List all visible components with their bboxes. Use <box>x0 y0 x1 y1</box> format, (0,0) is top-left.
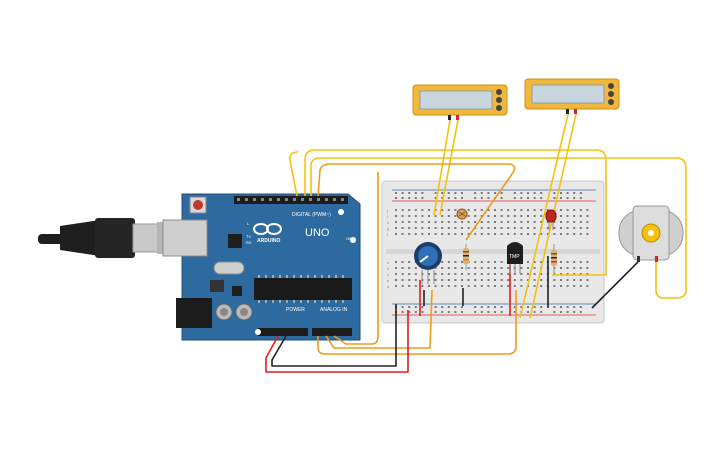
breadboard-row-label: h <box>387 220 389 225</box>
wire-orange-2 <box>317 290 517 355</box>
tmp-sensor-label: TMP <box>509 254 520 260</box>
breadboard-row-label: b <box>387 278 390 283</box>
power-header-label: POWER <box>286 307 305 313</box>
rx-label: RX <box>246 240 252 245</box>
multimeter-right-knob-icon[interactable] <box>608 83 614 89</box>
analog-header <box>312 328 352 336</box>
wire-orange-4 <box>333 172 379 345</box>
breadboard-row-label: d <box>387 266 389 271</box>
multimeter-left-screen <box>419 90 493 110</box>
wire-black-1 <box>271 304 397 367</box>
on-label: ON <box>346 236 352 241</box>
power-header <box>258 328 308 336</box>
usb-port <box>162 219 208 257</box>
wire-red-1 <box>265 310 409 373</box>
atmega-chip <box>254 278 352 300</box>
model-label: UNO <box>305 227 330 239</box>
potentiometer[interactable] <box>414 242 442 284</box>
led-l-label: L <box>247 221 250 226</box>
analog-header-label: ANALOG IN <box>320 307 348 313</box>
multimeter-left-knob-icon[interactable] <box>496 89 502 95</box>
led-red[interactable] <box>545 209 557 230</box>
multimeter-left[interactable] <box>412 84 508 120</box>
dc-motor[interactable] <box>618 205 684 262</box>
breadboard-row-label: e <box>387 260 390 265</box>
arduino-uno-board[interactable]: DIGITAL (PWM~) ARDUINO UNO L TX RX ON <box>162 193 361 341</box>
digital-header <box>234 196 348 204</box>
arduino-logo <box>253 223 282 235</box>
wire-yellow-meter-left-a <box>433 119 451 216</box>
wire-black-4 <box>591 261 639 309</box>
wire-yellow-3 <box>289 151 299 197</box>
reset-button[interactable] <box>193 200 203 210</box>
breadboard-holes <box>395 192 589 313</box>
photoresistor[interactable] <box>456 208 468 220</box>
tx-label: TX <box>246 234 251 239</box>
breadboard-row-label: f <box>387 232 389 237</box>
breadboard-row-label: c <box>387 272 389 277</box>
wire-yellow-2 <box>310 157 687 299</box>
wire-yellow-meter-left-b <box>439 119 459 216</box>
breadboard-row-label: g <box>387 226 389 231</box>
resistor-1[interactable] <box>463 244 469 270</box>
wire-yellow-meter-right-a <box>519 113 569 319</box>
wire-orange-1 <box>317 163 516 241</box>
multimeter-right[interactable] <box>524 78 620 114</box>
wire-orange-3 <box>325 289 433 349</box>
usb-cable <box>38 218 167 258</box>
brand-label: ARDUINO <box>257 238 280 244</box>
multimeter-right-screen <box>531 84 605 104</box>
resistor-2[interactable] <box>551 244 557 274</box>
breadboard-row-label: a <box>387 284 390 289</box>
tmp-sensor[interactable]: TMP <box>507 242 523 274</box>
digital-header-label: DIGITAL (PWM~) <box>292 212 331 218</box>
power-jack <box>176 298 212 328</box>
breadboard-row-label: i <box>387 214 388 219</box>
breadboard-row-label: j <box>386 208 388 213</box>
